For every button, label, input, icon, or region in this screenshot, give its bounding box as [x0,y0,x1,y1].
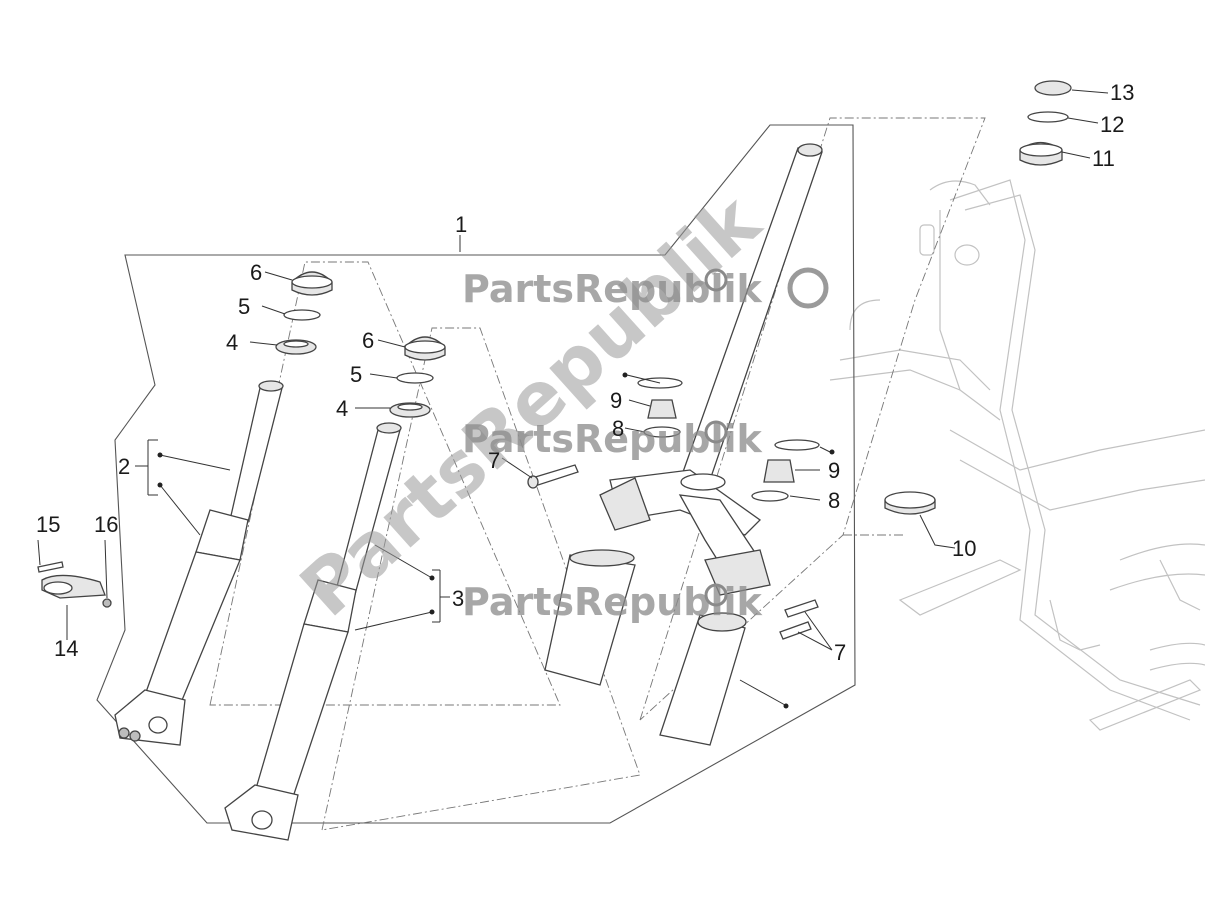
callout-7a: 7 [488,448,500,473]
scooter-frame [829,179,1205,731]
seal-stack-right [389,336,446,418]
leader-lines [37,89,1109,706]
callout-14: 14 [54,636,78,661]
gear-icon [704,267,829,607]
callout-8b: 8 [828,488,840,513]
callout-6b: 6 [362,328,374,353]
callout-5a: 5 [238,294,250,319]
right-fork-dash [321,327,641,831]
steering-stem [599,143,823,596]
callout-6a: 6 [250,260,262,285]
callout-7b: 7 [834,640,846,665]
watermark-text-bottom: PartsRepublik [462,580,763,624]
callout-12: 12 [1100,112,1124,137]
callout-15: 15 [36,512,60,537]
callout-9a: 9 [610,388,622,413]
watermark-diagonal: PartsRepublik [284,178,777,634]
callout-5b: 5 [350,362,362,387]
callout-3: 3 [452,586,464,611]
seal-stack-left [275,271,333,355]
fork-leg-left [114,380,284,746]
fork-leg-right [224,422,402,841]
group-outlines [96,117,986,831]
callout-1: 1 [455,212,467,237]
assembly-1-outline [96,124,856,824]
callout-10: 10 [952,536,976,561]
callout-13: 13 [1110,80,1134,105]
bullet-dots [157,372,835,709]
callout-16: 16 [94,512,118,537]
callout-8a: 8 [612,416,624,441]
callout-2: 2 [118,454,130,479]
watermark-text-mid: PartsRepublik [462,417,763,461]
clamp-clip [37,561,112,608]
callout-4b: 4 [336,396,348,421]
callout-9b: 9 [828,458,840,483]
fork-covers [544,549,747,746]
callout-4a: 4 [226,330,238,355]
callout-labels: 1 2 3 4 4 5 5 6 6 7 7 8 8 9 9 10 11 12 1… [36,80,1134,665]
callout-11: 11 [1092,146,1115,171]
bearing-parts [884,80,1072,515]
